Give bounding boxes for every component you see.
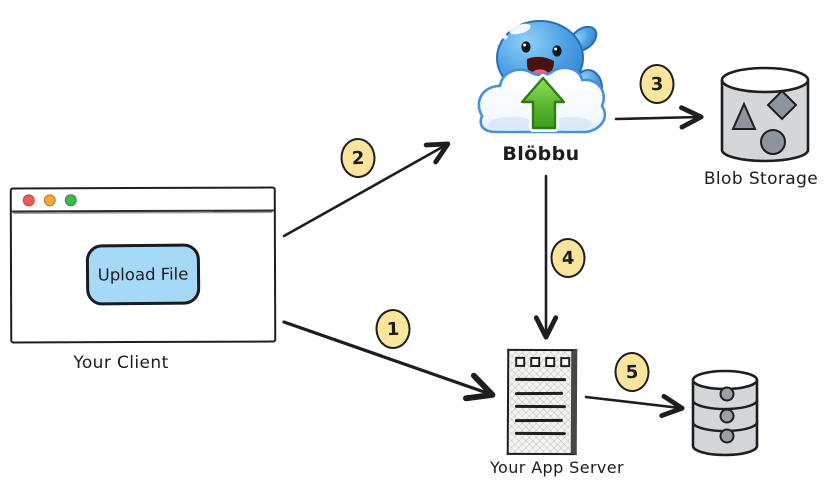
server-port-icon — [560, 357, 571, 368]
upload-file-button[interactable]: Upload File — [85, 243, 201, 306]
blobbu-mascot-icon — [477, 20, 607, 134]
server-port-icon — [515, 356, 526, 367]
server-ports — [515, 356, 571, 368]
triangle-blob-shape — [731, 101, 757, 130]
app-server-icon — [506, 348, 578, 456]
server-slot — [515, 377, 567, 381]
server-slot — [514, 404, 566, 408]
diamond-blob-shape — [766, 89, 798, 121]
app-server-label: Your App Server — [489, 458, 625, 477]
server-slot — [514, 418, 563, 422]
blob-storage-icon — [720, 66, 810, 163]
database-icon — [691, 369, 759, 457]
maximize-traffic-light-icon — [64, 193, 77, 206]
arrow-step-1 — [282, 320, 496, 402]
server-port-icon — [545, 357, 556, 368]
server-port-icon — [530, 356, 541, 367]
server-slot — [514, 431, 566, 435]
minimize-traffic-light-icon — [43, 193, 56, 206]
blobbu-label: Blöbbu — [502, 143, 580, 165]
upload-arrow-icon — [518, 74, 568, 132]
circle-blob-shape — [760, 129, 786, 155]
blob-storage-label: Blob Storage — [703, 169, 819, 189]
browser-titlebar — [11, 188, 274, 213]
client-label: Your Client — [73, 353, 169, 373]
arrow-step-5 — [584, 393, 685, 419]
arrow-step-2 — [282, 141, 451, 238]
close-traffic-light-icon — [22, 193, 35, 206]
server-slot — [515, 391, 564, 395]
client-browser-window: Upload File — [9, 186, 277, 344]
arrow-step-3 — [614, 105, 704, 130]
cloud-shading — [488, 117, 536, 131]
